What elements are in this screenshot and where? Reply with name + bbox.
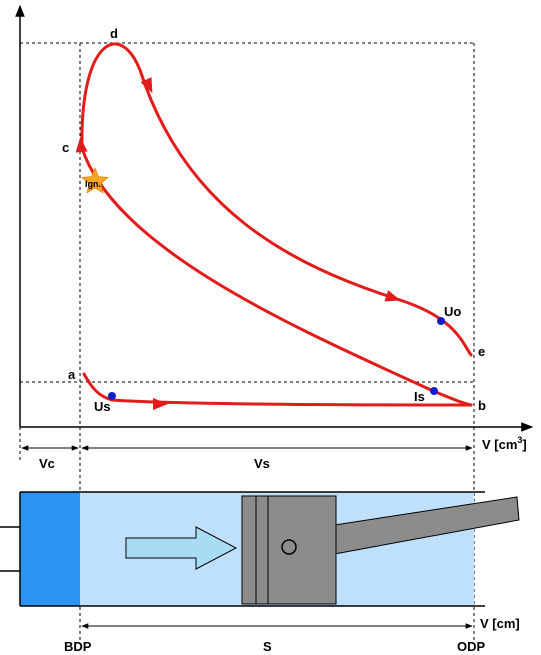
point-label-e: e [478,344,485,359]
dimension-label-vs: Vs [254,456,270,471]
cycle-curve [80,42,473,407]
intake-curve [82,372,473,407]
ignition-star-icon [81,166,109,194]
volume-axis-label-close: ] [522,437,526,452]
direction-arrow [384,290,401,302]
piston [241,495,337,605]
direction-arrow [153,398,168,410]
state-point-is [430,387,438,395]
marker-label-is: Is [414,389,425,404]
direction-arrow [140,77,153,94]
volume-axis-label-exponent: 3 [517,435,522,445]
marker-label-us: Us [94,399,111,414]
dimension-label-s: S [263,639,272,654]
piston-pin [281,539,297,555]
ignition-label: Ign. [85,179,101,189]
point-label-b: b [478,398,486,413]
position-label-odp: ODP [457,639,486,654]
position-label-bdp: BDP [64,639,92,654]
point-label-a: a [68,367,76,382]
marker-label-uo: Uo [444,304,461,319]
state-point-us [108,392,116,400]
reference-lines [19,42,475,640]
volume-axis-label: V [cm3] [482,435,527,452]
cycle-direction-arrows [75,77,401,410]
point-label-d: d [110,26,118,41]
state-point-uo [437,317,445,325]
point-label-c: c [62,140,69,155]
volume-axis-label-main: V [cm [482,437,517,452]
stroke-axis-label: V [cm] [480,616,520,631]
expansion-curve [80,42,473,357]
intake-flow-arrow-icon [125,526,238,570]
combustion-chamber [20,492,80,606]
dimension-label-vc: Vc [39,456,55,471]
compression-curve [80,146,473,407]
direction-arrow [75,137,88,153]
